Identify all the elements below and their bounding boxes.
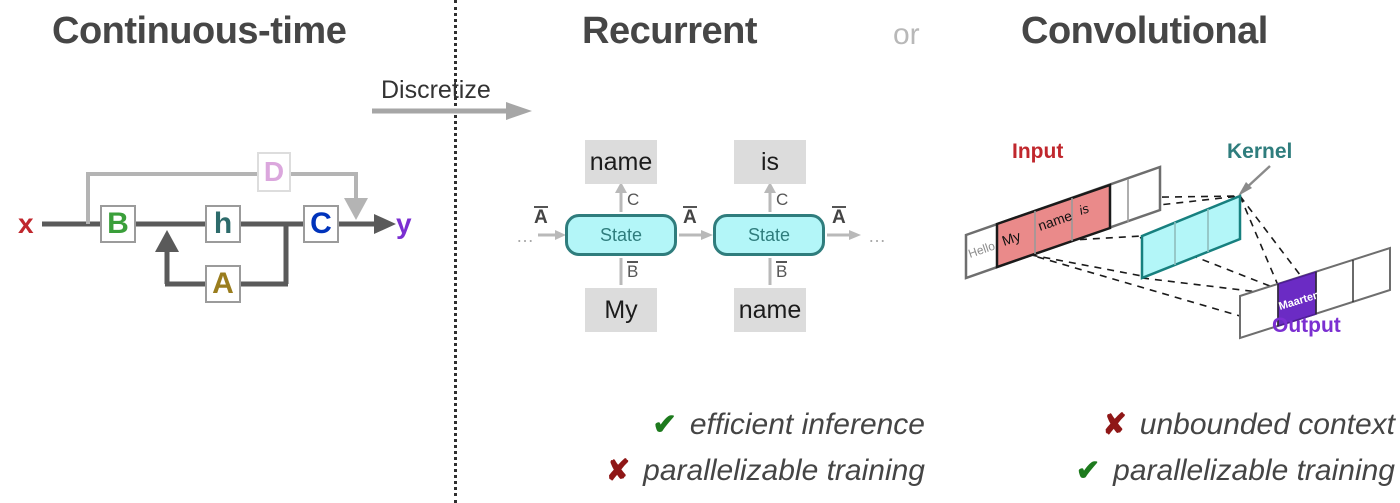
recurrent-input-token: name	[734, 288, 806, 332]
a-bar-text: A	[534, 206, 548, 228]
ct-input-label-x: x	[18, 208, 34, 239]
convolutional-3d-diagram: Hello My name is Maarten Input Kernel Ou…	[950, 118, 1400, 358]
recurrent-output-token: name	[585, 140, 657, 184]
recurrent-arrows	[538, 182, 861, 285]
transition-matrix-label-a: A	[832, 206, 846, 229]
recurrent-state-box[interactable]: State	[565, 214, 677, 256]
convolutional-properties-list: ✘ unbounded context ✔ parallelizable tra…	[975, 402, 1395, 494]
emission-matrix-label-c: C	[776, 190, 789, 209]
emission-matrix-label-c: C	[627, 190, 640, 209]
ct-block-b[interactable]: B	[100, 205, 136, 243]
b-bar-text: B	[627, 261, 639, 281]
conv-geometry: Hello My name is Maarten	[964, 165, 1391, 340]
property-row: ✘ parallelizable training	[525, 448, 925, 494]
ct-output-label-y: y	[396, 208, 412, 239]
conv-input-label: Input	[1012, 140, 1064, 163]
discretize-label: Discretize	[381, 76, 491, 104]
ct-block-a[interactable]: A	[205, 265, 241, 303]
cross-icon: ✘	[605, 454, 631, 487]
continuous-time-wires	[42, 172, 396, 287]
property-row: ✔ parallelizable training	[975, 448, 1395, 494]
ct-block-h[interactable]: h	[205, 205, 241, 243]
transition-matrix-label-a: A	[683, 206, 697, 229]
conv-kernel-label: Kernel	[1227, 140, 1293, 163]
continuous-time-block-diagram: x y D B h C A	[0, 140, 450, 325]
b-bar-text: B	[776, 261, 788, 281]
conv-output-label: Output	[1272, 314, 1341, 337]
title-convolutional: Convolutional	[1021, 10, 1268, 52]
check-icon: ✔	[1075, 454, 1101, 487]
property-label: parallelizable training	[643, 454, 925, 487]
property-row: ✘ unbounded context	[975, 402, 1395, 448]
title-continuous-time: Continuous-time	[52, 10, 347, 52]
a-bar-text: A	[683, 206, 697, 228]
title-or-separator: or	[893, 18, 920, 51]
ellipsis-right: …	[868, 226, 888, 246]
ct-block-d[interactable]: D	[257, 152, 291, 192]
recurrent-properties-list: ✔ efficient inference ✘ parallelizable t…	[525, 402, 925, 494]
a-bar-text: A	[832, 206, 846, 228]
transition-matrix-label-a: A	[534, 206, 548, 229]
property-label: unbounded context	[1139, 408, 1395, 441]
check-icon: ✔	[652, 408, 677, 441]
input-matrix-label-b: B	[627, 261, 639, 282]
title-recurrent: Recurrent	[582, 10, 758, 52]
ellipsis-left: …	[516, 226, 536, 246]
conv-input-cell-text: My	[1000, 228, 1023, 249]
vertical-dotted-divider	[454, 0, 457, 503]
recurrent-state-box[interactable]: State	[713, 214, 825, 256]
cross-icon: ✘	[1102, 408, 1127, 441]
ct-block-c[interactable]: C	[303, 205, 339, 243]
input-matrix-label-b: B	[776, 261, 788, 282]
property-label: efficient inference	[689, 408, 925, 441]
property-row: ✔ efficient inference	[525, 402, 925, 448]
property-label: parallelizable training	[1113, 454, 1395, 487]
recurrent-output-token: is	[734, 140, 806, 184]
recurrent-unrolled-diagram: name is My name State State A A A C C B …	[500, 130, 900, 350]
discretize-arrow-icon	[372, 102, 532, 120]
recurrent-input-token: My	[585, 288, 657, 332]
